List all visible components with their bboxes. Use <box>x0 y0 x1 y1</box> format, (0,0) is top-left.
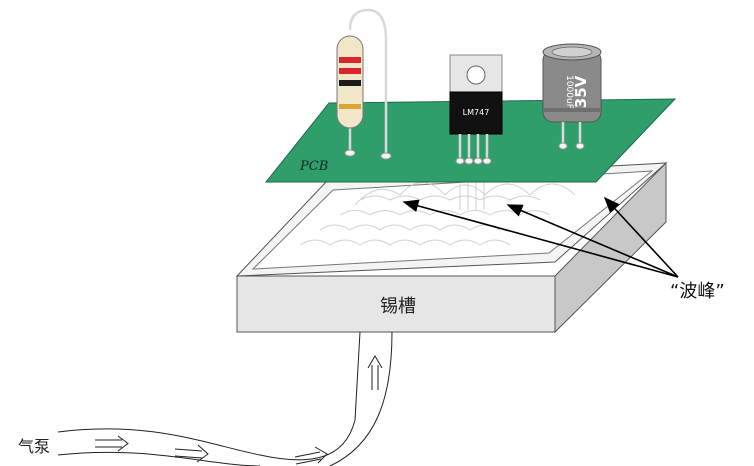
capacitor-pads <box>558 142 585 150</box>
wave-peak-callout: “波峰” <box>402 196 725 302</box>
resistor-band-1 <box>339 57 361 63</box>
pump-pipe-upper <box>57 331 361 461</box>
tin-bath-side-face <box>554 161 667 334</box>
flow-arrow-up <box>367 355 383 390</box>
pump-pipe-right <box>329 331 393 466</box>
callout-arrow-3 <box>603 196 679 278</box>
flow-arrow-2 <box>174 444 209 463</box>
ic-lm747: LM747 <box>449 54 503 165</box>
tin-bath-front-face <box>236 275 556 333</box>
resistor-pad-right <box>380 152 392 160</box>
tin-bath: 锡槽 <box>235 161 668 334</box>
callout-arrow-1 <box>402 199 679 278</box>
resistor-band-4 <box>339 104 361 109</box>
ic-pins <box>458 134 489 160</box>
capacitor-voltage: 35V <box>572 75 590 108</box>
flow-arrow-1 <box>95 435 129 452</box>
capacitor-leads <box>561 122 582 145</box>
air-pump-label: 气泵 <box>18 437 50 456</box>
ic-pads <box>455 157 492 165</box>
air-pump-flow: 气泵 <box>18 331 393 466</box>
resistor-band-3 <box>339 80 361 86</box>
flow-arrows <box>95 355 383 465</box>
flow-arrow-3 <box>294 446 328 465</box>
resistor-lead-loop <box>348 8 388 155</box>
tin-bath-inner-rim <box>251 170 654 270</box>
capacitor: 35V 1000uF <box>542 43 602 150</box>
resistor <box>336 8 392 160</box>
pump-pipe-lower <box>57 451 261 466</box>
callout-arrow-2 <box>506 204 679 278</box>
ic-tab-hole <box>466 65 486 85</box>
wave-peak-spouts <box>354 175 576 210</box>
resistor-pad-left <box>344 149 356 157</box>
ic-body <box>449 91 503 135</box>
wave-peak-label: “波峰” <box>670 281 725 302</box>
ic-marking: LM747 <box>463 108 490 117</box>
capacitor-capacity: 1000uF <box>564 75 574 109</box>
tin-wave-ripples <box>299 195 551 246</box>
resistor-band-2 <box>339 68 361 74</box>
pcb-label: PCB <box>299 159 328 174</box>
tin-bath-label: 锡槽 <box>380 296 416 317</box>
